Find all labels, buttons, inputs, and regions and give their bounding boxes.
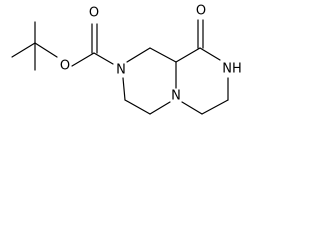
atom-bridgehead-nitrogen: N	[171, 89, 181, 104]
bond-c9a-c9	[175, 47, 201, 63]
atom-labels: O O N N O NH	[60, 4, 242, 104]
lactam-ring	[175, 19, 229, 115]
bond-n2-c1	[126, 47, 151, 63]
chemical-structure: O O N N O NH	[11, 4, 242, 115]
atom-lactam-nh: NH	[222, 62, 242, 77]
bond-tbu-to-oxygen	[34, 42, 58, 58]
bond-tbu-methyl-left	[11, 42, 36, 58]
carbamate-group	[71, 23, 114, 67]
bond-n5-c4	[149, 101, 171, 115]
bond-c7-c6	[201, 99, 229, 115]
tert-butyl-group	[11, 21, 58, 71]
atom-ester-oxygen: O	[60, 59, 70, 74]
bond-c9-n8	[199, 47, 221, 61]
bond-c1-c9a	[149, 47, 177, 63]
atom-carbonyl-oxygen-ester: O	[89, 6, 99, 21]
atom-carbonyl-oxygen-lactam: O	[196, 4, 206, 19]
bond-carbonyl-to-nitrogen	[93, 52, 114, 65]
bond-c6-n5	[181, 101, 203, 115]
bond-c3-n2	[122, 77, 126, 101]
bond-c4-c3	[124, 99, 151, 115]
piperazine-ring	[122, 47, 177, 115]
atom-carbamate-nitrogen: N	[116, 63, 126, 78]
bond-oxygen-to-carbonyl	[71, 52, 95, 67]
